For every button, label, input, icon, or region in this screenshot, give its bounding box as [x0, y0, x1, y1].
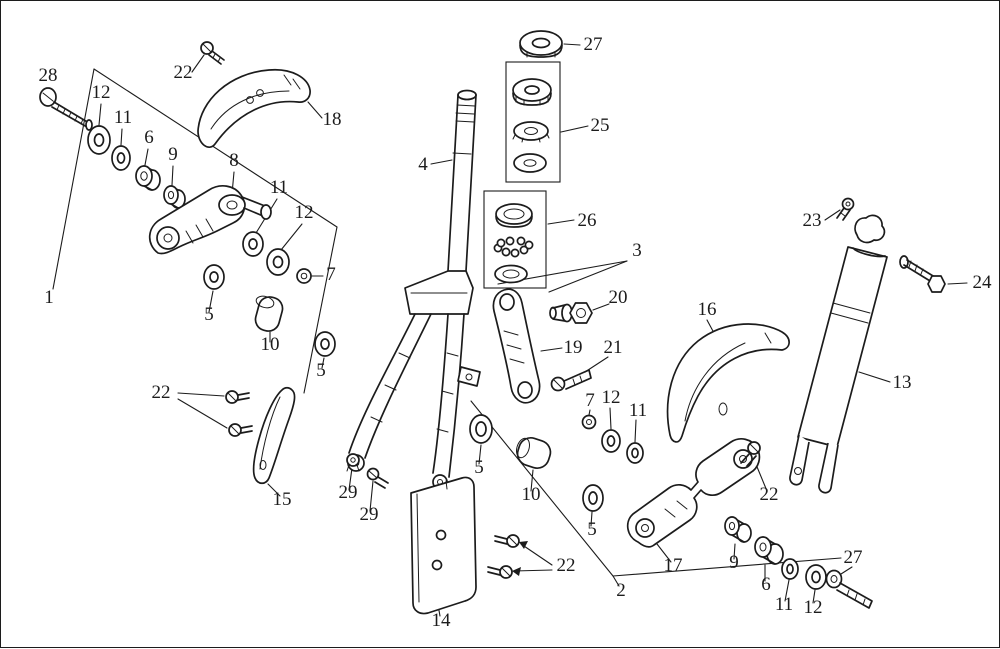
part-shock-absorber-13	[789, 214, 888, 494]
part-stem-nut-27-top	[519, 30, 563, 58]
part-bolt-27-bottom	[825, 569, 873, 609]
part-label-12: 12	[804, 597, 823, 618]
part-washer-12d	[805, 564, 827, 590]
arrowhead	[512, 567, 521, 576]
part-screw-29-b	[366, 467, 389, 489]
part-label-26: 26	[578, 210, 597, 231]
part-label-8: 8	[229, 150, 239, 171]
part-washer-12	[87, 125, 111, 155]
group-outline-1	[52, 68, 338, 394]
part-spacer-9	[163, 185, 186, 209]
part-link-19	[492, 288, 541, 404]
part-label-27: 27	[584, 34, 603, 55]
part-washer-11b	[242, 231, 264, 257]
part-label-21: 21	[604, 337, 623, 358]
part-bushing-10b	[516, 437, 552, 469]
part-label-5: 5	[204, 304, 214, 325]
part-label-6: 6	[761, 574, 771, 595]
part-bearing-set-26	[483, 190, 547, 289]
part-label-5: 5	[474, 457, 484, 478]
part-washer-12c	[601, 429, 621, 453]
part-washer-11c	[626, 442, 644, 464]
part-screw-22-center-b	[487, 565, 513, 579]
group-outline-2	[470, 400, 842, 587]
part-label-14: 14	[432, 610, 452, 631]
part-screw-22-left-a	[225, 390, 250, 404]
part-washer-5c	[469, 414, 493, 444]
part-bolt-24	[899, 255, 946, 293]
part-label-22: 22	[174, 62, 193, 83]
part-handlebar-holder-8	[148, 185, 272, 255]
part-label-5: 5	[316, 360, 326, 381]
part-label-11: 11	[629, 400, 647, 421]
part-washer-12b	[266, 248, 290, 276]
part-label-5: 5	[587, 519, 597, 540]
part-label-12: 12	[295, 202, 314, 223]
part-label-9: 9	[168, 144, 178, 165]
part-label-25: 25	[591, 115, 610, 136]
part-label-28: 28	[39, 65, 58, 86]
part-bolt-21	[550, 369, 592, 392]
part-label-23: 23	[803, 210, 822, 231]
part-screw-22-center-a	[494, 534, 520, 548]
part-bolt-20	[549, 302, 593, 324]
part-label-7: 7	[585, 390, 595, 411]
part-label-24: 24	[973, 272, 993, 293]
part-label-16: 16	[698, 299, 717, 320]
part-label-2: 2	[616, 580, 626, 601]
part-label-29: 29	[339, 482, 358, 503]
part-label-13: 13	[893, 372, 912, 393]
part-label-22: 22	[760, 484, 779, 505]
part-label-10: 10	[522, 484, 541, 505]
part-label-11: 11	[270, 177, 288, 198]
part-label-3: 3	[632, 240, 642, 261]
part-front-fender-16	[666, 323, 790, 443]
part-label-15: 15	[273, 489, 292, 510]
part-bushing-10a	[254, 295, 284, 332]
part-lower-cover-14	[410, 476, 477, 615]
part-label-12: 12	[602, 387, 621, 408]
bearing-balls	[493, 236, 534, 258]
part-label-29: 29	[360, 504, 379, 525]
part-washer-11	[111, 145, 131, 171]
part-washer-5d	[582, 484, 604, 512]
part-screw-22-left-b	[228, 423, 253, 437]
part-label-12: 12	[92, 82, 111, 103]
part-front-fork-4	[347, 89, 481, 490]
part-spacer-6b	[754, 536, 784, 565]
part-screw-22-top	[200, 41, 225, 65]
part-label-22: 22	[152, 382, 171, 403]
part-fork-cover-15	[252, 386, 296, 485]
part-label-19: 19	[564, 337, 583, 358]
part-nut-7	[296, 268, 312, 284]
part-label-6: 6	[144, 127, 154, 148]
arrowhead	[519, 541, 528, 549]
part-label-9: 9	[729, 552, 739, 573]
part-label-17: 17	[664, 555, 683, 576]
part-washer-5a	[203, 264, 225, 290]
part-label-22: 22	[557, 555, 576, 576]
part-washer-5b	[314, 331, 336, 357]
part-washer-11d	[781, 558, 799, 580]
part-label-11: 11	[775, 594, 793, 615]
part-nut-7b	[581, 414, 597, 430]
part-label-18: 18	[323, 109, 342, 130]
part-label-11: 11	[114, 107, 132, 128]
part-bearing-set-25	[505, 61, 561, 183]
part-spacer-9b	[724, 516, 752, 543]
part-screw-22-right	[740, 441, 761, 467]
part-label-1: 1	[44, 287, 54, 308]
part-handlebar-cover-18	[197, 68, 311, 149]
part-label-4: 4	[418, 154, 428, 175]
part-label-20: 20	[609, 287, 628, 308]
part-spacer-6	[135, 165, 161, 191]
part-label-10: 10	[261, 334, 280, 355]
part-bolt-28	[39, 87, 93, 131]
part-nut-29-a	[346, 453, 360, 472]
part-label-27: 27	[844, 547, 863, 568]
part-label-7: 7	[326, 264, 336, 285]
part-screw-23	[836, 197, 855, 221]
